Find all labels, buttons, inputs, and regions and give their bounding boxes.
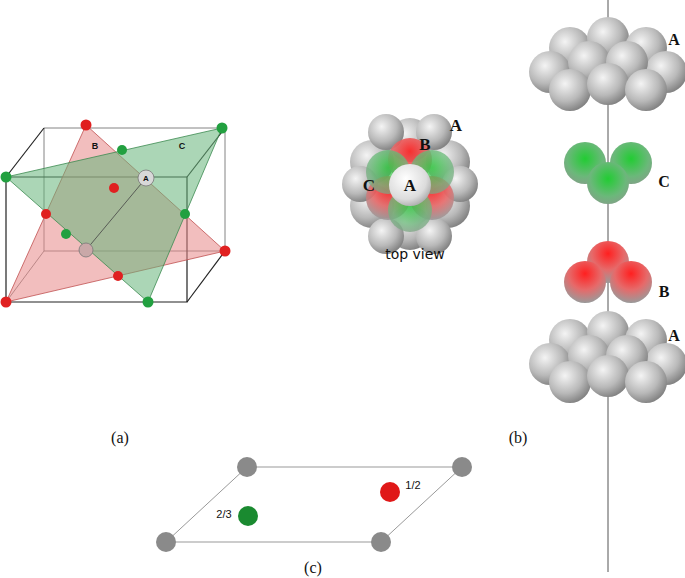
- layer-label: B: [419, 135, 430, 155]
- panel-label: (b): [509, 429, 528, 447]
- layer-label: A: [668, 327, 680, 345]
- layer-label: C: [658, 173, 670, 191]
- pane-label: B: [92, 141, 99, 151]
- height-fraction: 1/2: [405, 479, 420, 491]
- layer-label: A: [668, 31, 680, 49]
- layer-label: B: [659, 283, 670, 301]
- layer-label: A: [450, 116, 462, 136]
- view-caption: top view: [385, 246, 445, 262]
- height-fraction: 2/3: [216, 508, 231, 520]
- panel-label: (a): [111, 429, 129, 447]
- atom-label: A: [143, 174, 149, 183]
- panel-label: (c): [304, 559, 322, 577]
- layer-label: C: [363, 176, 375, 196]
- layer-label: A: [404, 176, 416, 196]
- pane-label: C: [179, 141, 186, 151]
